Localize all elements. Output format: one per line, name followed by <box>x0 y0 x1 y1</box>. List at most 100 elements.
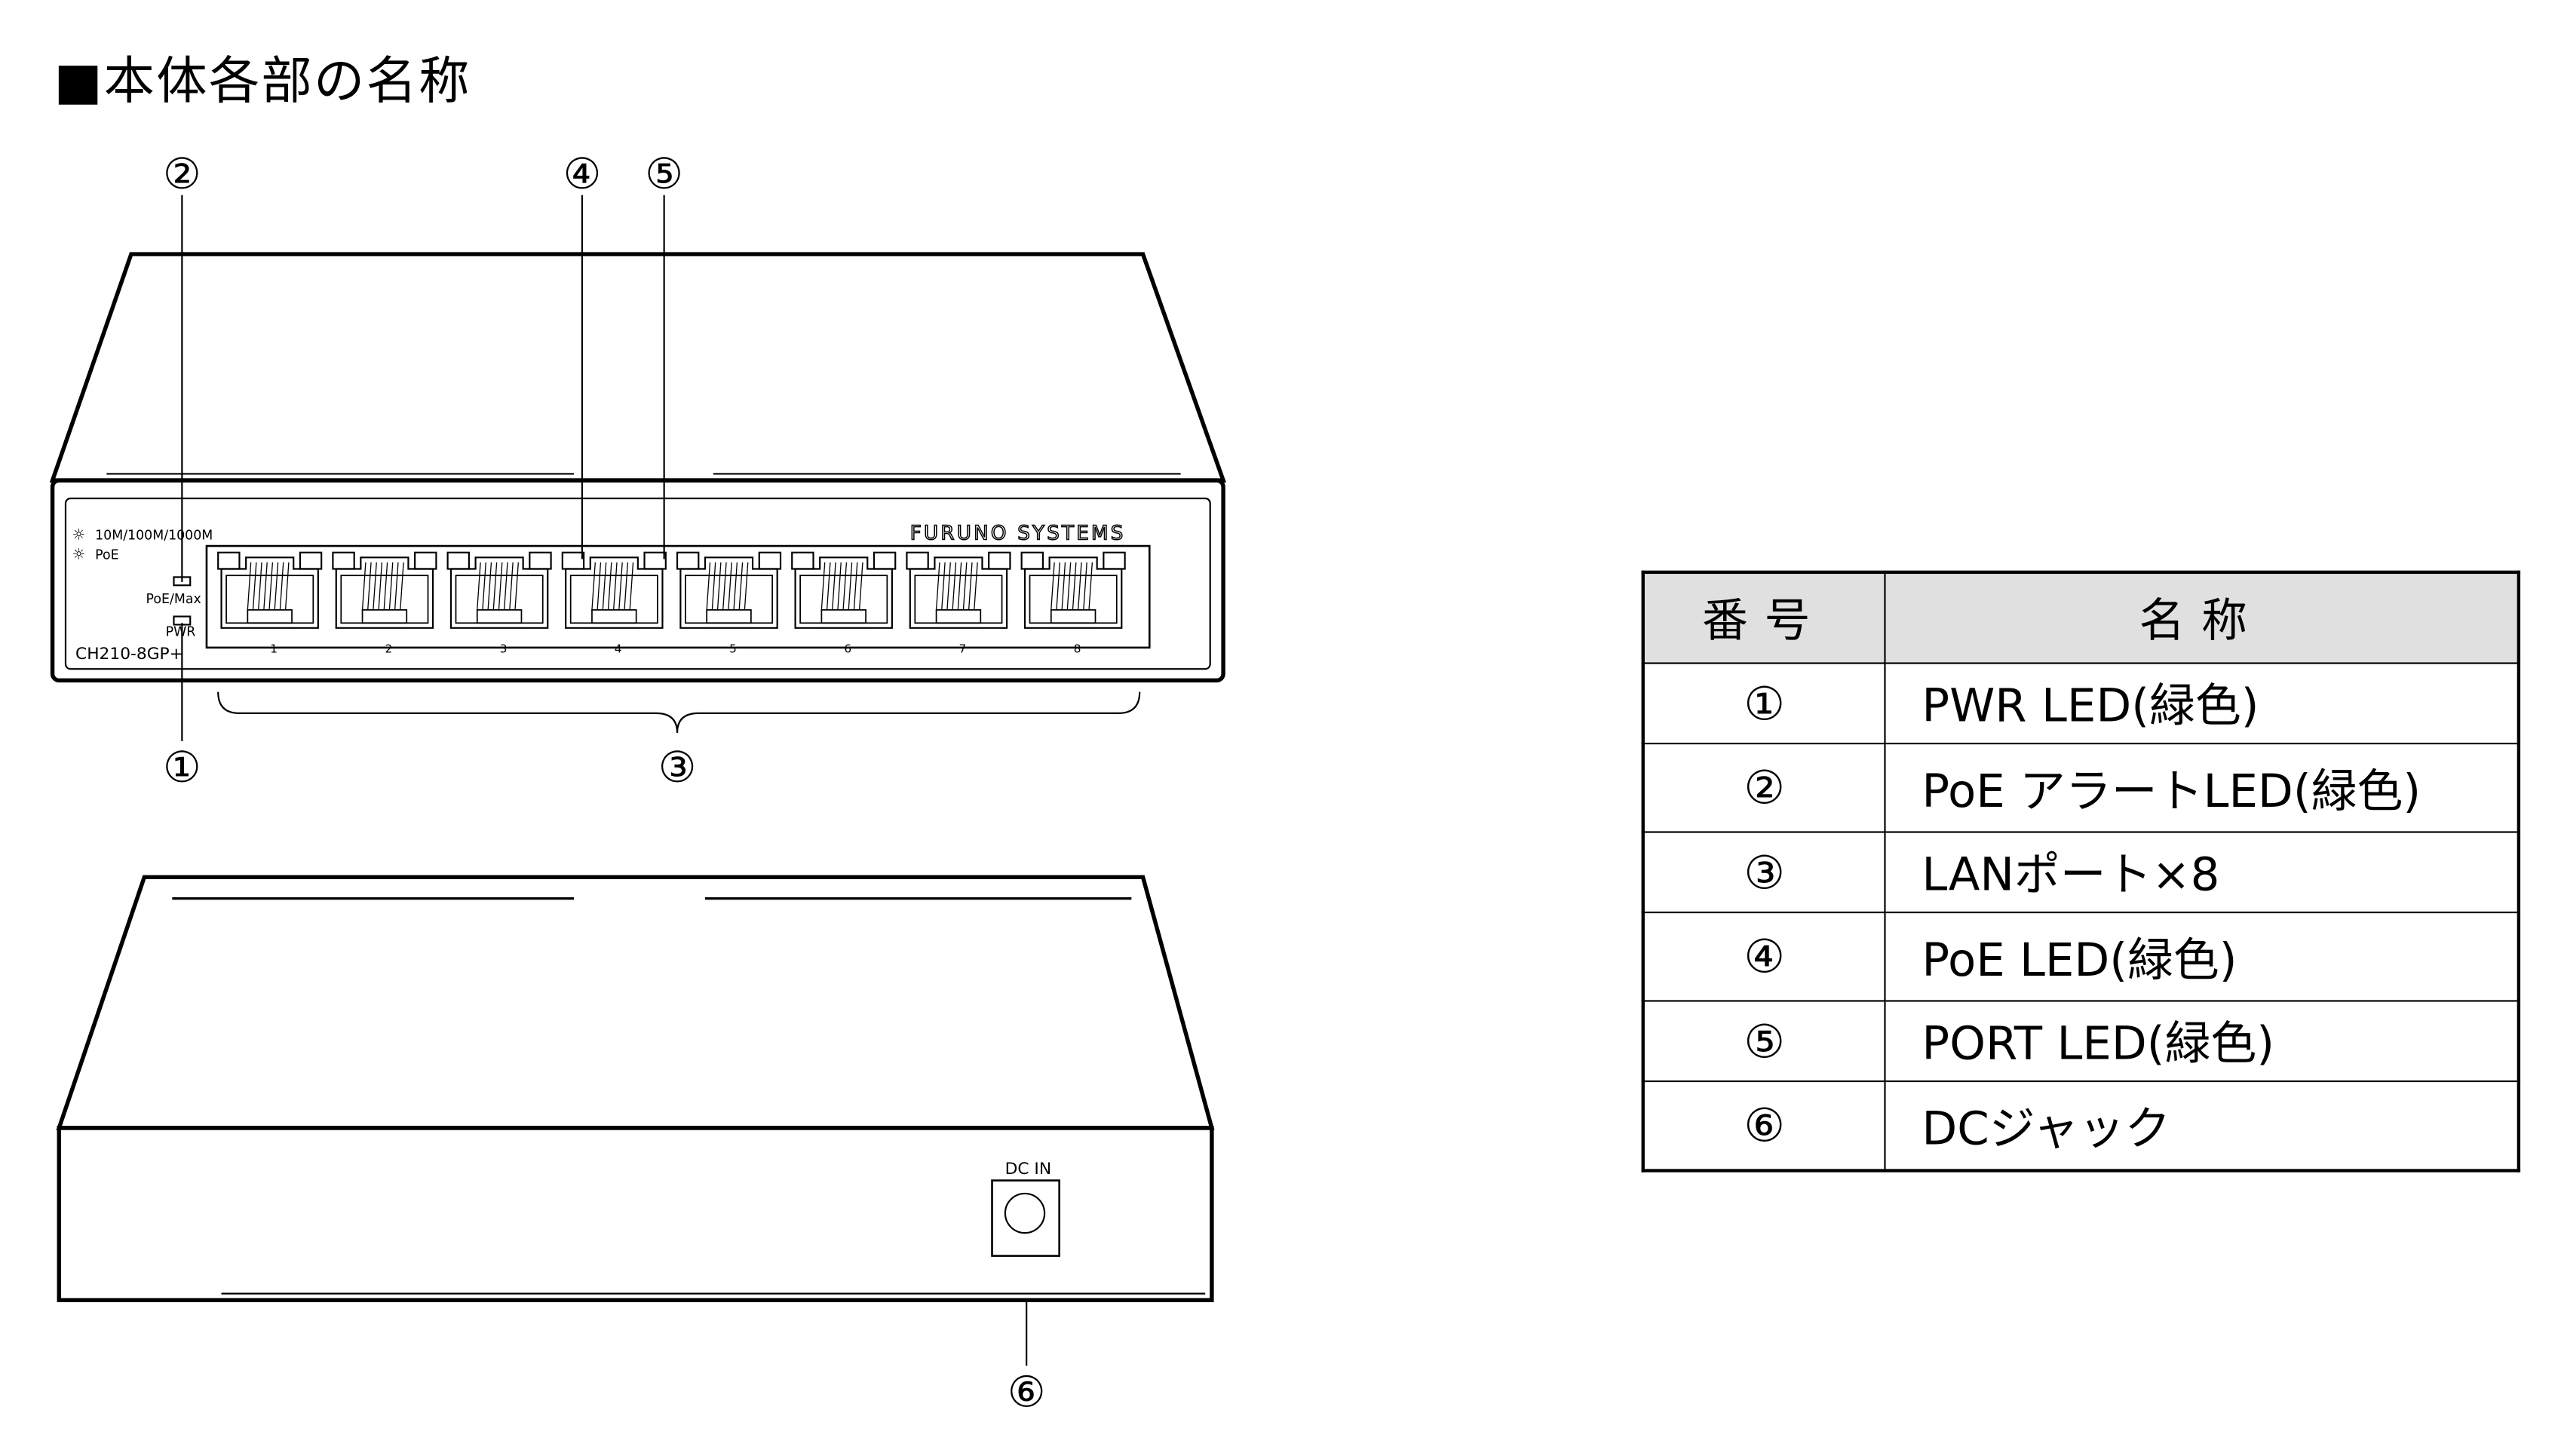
port-block <box>205 544 1151 649</box>
rj45-pin <box>279 562 284 610</box>
rj45-pin <box>624 562 629 610</box>
rj45-jack <box>1023 556 1123 629</box>
rj45-pin <box>503 562 508 610</box>
rj45-pin <box>383 562 388 610</box>
rj45-pin <box>832 562 836 610</box>
front-panel <box>50 478 1225 683</box>
row-number: ③ <box>1642 831 1886 914</box>
port-number: 5 <box>729 642 737 655</box>
row-number: ④ <box>1642 911 1886 1002</box>
rj45-pin <box>252 562 257 610</box>
sun-icon: ☼ <box>72 526 86 543</box>
row-name: DCジャック <box>1884 1080 2520 1172</box>
rj45-pin <box>1088 562 1093 610</box>
rj45-jack <box>679 556 778 629</box>
lan-port <box>1020 551 1126 629</box>
brand-logo: FURUNO SYSTEMS <box>910 522 1126 544</box>
sun-icon: ☼ <box>72 545 86 562</box>
rj45-pin <box>962 562 968 610</box>
port-number: 6 <box>844 642 851 655</box>
rj45-pin <box>618 562 623 610</box>
rj45-pin <box>613 562 618 610</box>
rj45-pin <box>826 562 831 610</box>
rj45-pin <box>509 562 514 610</box>
rj45-pin <box>941 562 946 610</box>
port-number: 1 <box>270 642 278 655</box>
rj45-pin <box>482 562 486 610</box>
lan-port <box>217 551 323 629</box>
rj45-pin <box>492 562 498 610</box>
page-title: ■本体各部の名称 <box>54 52 471 112</box>
row-name: PoE LED(緑色) <box>1884 911 2520 1002</box>
rj45-pin <box>957 562 962 610</box>
rj45-pin <box>848 562 853 610</box>
dc-jack <box>991 1179 1060 1257</box>
rj45-pin <box>858 562 863 610</box>
rj45-pin <box>935 562 940 610</box>
row-number: ① <box>1642 662 1886 745</box>
rj45-pin <box>968 562 973 610</box>
rj45-pin <box>837 562 842 610</box>
lan-port <box>446 551 552 629</box>
rj45-pin <box>498 562 503 610</box>
rj45-pin <box>367 562 372 610</box>
rj45-pin <box>263 562 268 610</box>
rj45-pin <box>394 562 399 610</box>
rj45-latch <box>935 609 982 624</box>
row-number: ② <box>1642 743 1886 833</box>
callout-1: ① <box>163 743 201 792</box>
rj45-latch <box>247 609 293 624</box>
port-number: 8 <box>1074 642 1081 655</box>
rj45-pin <box>1050 562 1055 610</box>
rj45-pin <box>733 562 738 610</box>
rj45-pin <box>744 562 749 610</box>
rj45-pin <box>946 562 951 610</box>
callout-2: ② <box>163 150 201 199</box>
model-name: CH210-8GP+ <box>75 645 183 664</box>
lan-port <box>561 551 667 629</box>
rj45-jack <box>909 556 1008 629</box>
header-name: 名称 <box>1884 571 2520 664</box>
rj45-pin <box>1061 562 1066 610</box>
rj45-latch <box>706 609 752 624</box>
callout-4: ④ <box>563 150 602 199</box>
rj45-pin <box>477 562 481 610</box>
rj45-pin <box>722 562 727 610</box>
header-number: 番号 <box>1642 571 1886 664</box>
rj45-pin <box>706 562 711 610</box>
rj45-latch <box>1050 609 1097 624</box>
rj45-pin <box>738 562 744 610</box>
rj45-jack <box>565 556 664 629</box>
rj45-pin <box>974 562 978 610</box>
rj45-pin <box>711 562 716 610</box>
rj45-pin <box>378 562 383 610</box>
lan-port <box>906 551 1011 629</box>
rj45-jack <box>220 556 319 629</box>
port-number: 7 <box>959 642 967 655</box>
legend-poe: PoE <box>95 547 118 562</box>
port-number: 3 <box>500 642 508 655</box>
row-number: ⑥ <box>1642 1080 1886 1172</box>
rj45-jack <box>794 556 893 629</box>
rj45-pin <box>591 562 596 610</box>
rj45-pin <box>716 562 722 610</box>
row-name: PoE アラートLED(緑色) <box>1884 743 2520 833</box>
rj45-pin <box>629 562 634 610</box>
led-label-poe-max: PoE/Max <box>146 592 201 607</box>
rj45-pin <box>597 562 602 610</box>
rj45-pin <box>1056 562 1060 610</box>
row-name: LANポート×8 <box>1884 831 2520 914</box>
rj45-pin <box>373 562 377 610</box>
rj45-latch <box>476 609 523 624</box>
lan-port <box>676 551 782 629</box>
rj45-pin <box>274 562 279 610</box>
front-top-face <box>49 252 1226 483</box>
lan-port <box>332 551 437 629</box>
